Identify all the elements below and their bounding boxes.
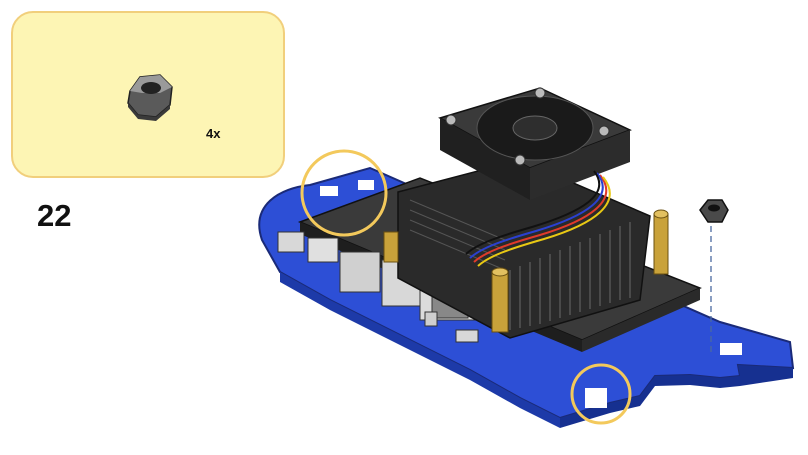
hex-nut-icon <box>699 199 729 223</box>
parts-callout: 4x <box>11 11 285 178</box>
fan-wires <box>465 170 611 267</box>
cooling-fan <box>438 87 632 200</box>
brass-standoffs <box>383 209 669 333</box>
highlight-circle <box>570 363 632 425</box>
highlight-circle <box>300 149 388 237</box>
step-number: 22 <box>37 198 72 233</box>
quantity-label: 4x <box>206 126 221 141</box>
hex-nut-icon <box>127 74 173 121</box>
